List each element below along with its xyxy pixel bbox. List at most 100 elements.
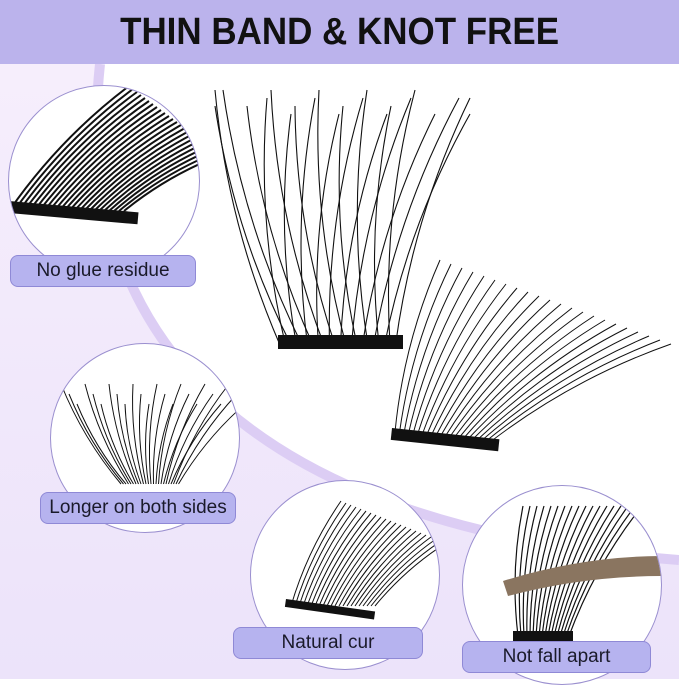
lash-strand: [489, 343, 672, 443]
lash-strand: [322, 516, 382, 607]
lash-strand: [518, 505, 531, 637]
lash-strand: [108, 383, 137, 485]
lash-strand: [13, 88, 134, 212]
lash-strand: [394, 97, 471, 346]
lash-strand: [338, 524, 402, 607]
lash-strand: [168, 393, 214, 485]
lash-strand: [526, 505, 545, 637]
lash-strand: [514, 505, 524, 637]
lash-strand: [448, 307, 573, 439]
feature-label-natural-curl: Natural cur: [233, 627, 423, 659]
lash-strand: [290, 500, 342, 607]
lash-strand: [270, 89, 325, 346]
lash-strand: [68, 121, 178, 212]
lash-strand: [84, 383, 129, 485]
lash-strand: [466, 323, 617, 441]
lash-strand: [113, 154, 199, 212]
lash-strand: [63, 118, 174, 212]
lash-strand: [361, 113, 436, 346]
lash-strand: [18, 91, 138, 212]
lash-strand: [294, 502, 347, 607]
lash-strand: [148, 383, 158, 485]
lash-strand: [328, 97, 364, 346]
lash-strand: [23, 94, 142, 212]
lash-strand: [98, 139, 199, 212]
lash-strand: [522, 505, 538, 637]
lash-band: [278, 335, 403, 349]
lash-strand: [370, 541, 439, 607]
lash-strand: [310, 510, 367, 607]
lash-strand: [317, 89, 347, 346]
detail-circle-glue: [8, 85, 200, 277]
lash-strand: [430, 291, 529, 437]
feature-label-longer-sides: Longer on both sides: [40, 492, 236, 524]
lash-strand: [356, 89, 369, 346]
header-banner: THIN BAND & KNOT FREE: [0, 0, 679, 64]
lash-strand: [403, 267, 463, 434]
feature-label-no-glue-residue: No glue residue: [10, 255, 196, 287]
lash-strand: [60, 383, 122, 485]
lash-strand: [83, 130, 190, 212]
lash-strand: [306, 508, 362, 607]
lash-strand: [421, 283, 507, 436]
page-title: THIN BAND & KNOT FREE: [120, 10, 559, 53]
lash-strand: [435, 295, 540, 437]
lash-strand: [283, 113, 298, 346]
lash-strand: [263, 97, 287, 346]
lash-band: [9, 201, 139, 225]
lash-strand: [124, 403, 142, 485]
lash-strand: [92, 393, 132, 485]
lash-strand: [387, 89, 416, 346]
lash-strand: [123, 163, 199, 212]
lash-strand: [354, 532, 422, 607]
lash-strand: [338, 105, 358, 346]
lash-strand: [68, 393, 124, 485]
lash-band: [390, 428, 500, 452]
lash-strand: [118, 158, 199, 212]
lash-strand: [316, 113, 340, 346]
lash-strand: [480, 335, 650, 442]
lash-strand: [163, 403, 198, 485]
lash-strand: [318, 514, 377, 607]
lash-strand: [412, 275, 485, 435]
lash-strand: [93, 136, 198, 212]
lash-strand: [346, 528, 412, 607]
lash-strand: [484, 339, 661, 443]
lash-strand: [88, 133, 194, 212]
lash-strand: [457, 315, 595, 440]
lash-strand: [330, 520, 392, 607]
lash-strand: [138, 393, 147, 485]
lash-strand: [73, 124, 182, 212]
lash-strand: [475, 331, 639, 442]
lash-strand: [222, 89, 303, 346]
lash-strand: [394, 259, 441, 433]
lash-band: [513, 631, 573, 643]
lash-strand: [33, 100, 150, 212]
lash-strand: [53, 112, 166, 212]
lash-strand: [76, 403, 127, 485]
lash-strand: [334, 522, 397, 607]
lash-strand: [103, 144, 199, 212]
lash-strand: [178, 408, 239, 485]
lash-strand: [426, 287, 518, 436]
lash-strand: [529, 505, 552, 637]
lash-strand: [170, 403, 222, 485]
lash-strand: [160, 393, 190, 485]
lash-strand: [342, 526, 407, 607]
lash-strand: [175, 393, 238, 485]
lash-strand: [383, 113, 471, 346]
feature-label-not-fall-apart: Not fall apart: [462, 641, 651, 673]
lash-strand: [158, 383, 182, 485]
lash-strand: [366, 538, 437, 607]
lash-strand: [152, 393, 166, 485]
lash-strand: [350, 530, 417, 607]
lash-strand: [417, 279, 496, 435]
lash-strand: [444, 303, 562, 438]
lash-strand: [399, 263, 452, 433]
lash-strand: [372, 97, 460, 346]
lash-strand: [471, 327, 628, 441]
lash-strand: [358, 534, 427, 607]
lash-strand: [314, 512, 372, 607]
lash-strand: [462, 319, 606, 440]
